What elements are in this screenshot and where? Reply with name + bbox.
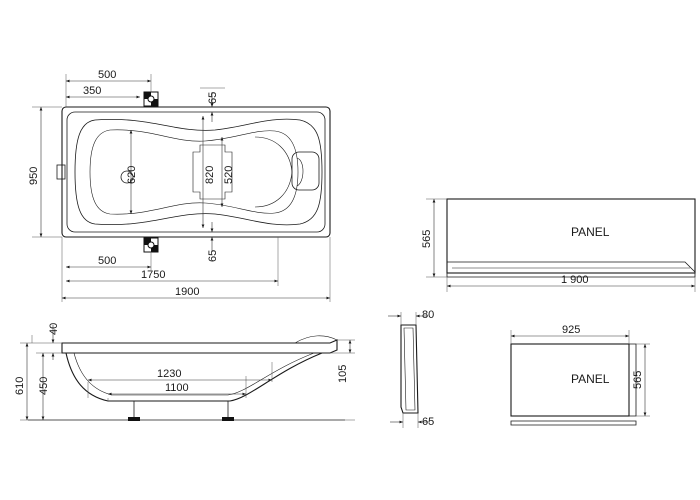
side-tub-inner (73, 352, 315, 396)
front-panel-view: PANEL 565 1 900 (421, 198, 696, 292)
front-panel-label: PANEL (571, 225, 610, 239)
dim-520: 520 (223, 166, 235, 184)
dim-350: 350 (83, 85, 101, 97)
side-dim-610: 610 (14, 377, 26, 395)
dim-65-bottom: 65 (207, 250, 219, 262)
dim-950: 950 (28, 167, 40, 185)
end-panel-body (510, 343, 630, 417)
panel-section-profile (400, 324, 419, 414)
side-dim-105: 105 (337, 365, 349, 383)
drain-icon (120, 170, 134, 184)
side-tub-body (65, 352, 323, 402)
dim-820: 820 (204, 166, 216, 184)
tub-backrest (254, 136, 293, 208)
dim-65-top: 65 (207, 92, 219, 104)
side-dim-40: 40 (48, 323, 60, 335)
end-panel-base-strip (510, 420, 637, 426)
headrest-pillow (291, 151, 320, 191)
section-dim-80: 80 (422, 309, 434, 321)
end-panel-dim-925: 925 (562, 324, 580, 336)
tub-inner-rim (66, 111, 326, 233)
side-view: 40 450 610 1230 1100 105 (14, 323, 355, 421)
tub-outer-rim (61, 106, 331, 238)
top-view: 500 350 65 950 620 820 520 65 500 1750 1… (28, 69, 331, 302)
faucet-icon-top (143, 91, 159, 107)
end-panel-label: PANEL (571, 372, 610, 386)
end-panel-view: PANEL 925 565 (510, 324, 650, 426)
end-panel-dim-565: 565 (632, 371, 644, 389)
tub-basin-inner (89, 129, 299, 215)
panel-section-view: 80 65 (388, 309, 434, 428)
faucet-icon-bottom (143, 237, 159, 253)
dim-620: 620 (126, 166, 138, 184)
side-rim (61, 339, 338, 354)
front-panel-body (446, 198, 696, 274)
front-panel-dim-565: 565 (421, 230, 433, 248)
section-dim-65: 65 (422, 416, 434, 428)
overflow-icon (56, 164, 66, 180)
side-dim-1100: 1100 (165, 382, 189, 394)
front-panel-dim-1900: 1 900 (561, 274, 589, 286)
leg-left (128, 401, 140, 421)
dim-1750: 1750 (141, 269, 165, 281)
headrest-pillow-detail (296, 157, 304, 187)
dim-1900: 1900 (175, 286, 199, 298)
side-dim-1230: 1230 (157, 368, 181, 380)
side-dim-450: 450 (38, 377, 50, 395)
dim-500-bottom: 500 (98, 255, 116, 267)
tub-basin-outline (74, 118, 323, 226)
tub-central-channel (192, 144, 233, 200)
dim-500-top: 500 (98, 69, 116, 81)
leg-right (222, 401, 234, 421)
